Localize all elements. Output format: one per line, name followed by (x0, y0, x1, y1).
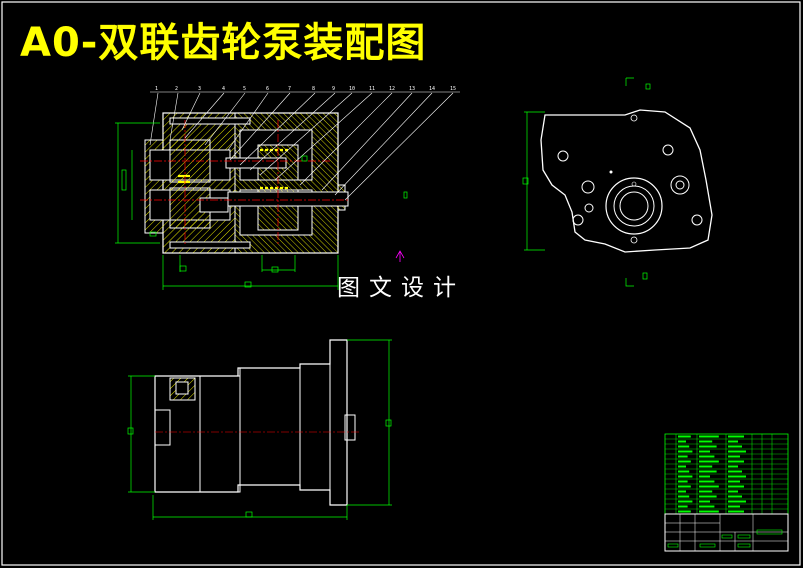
parts-list-entry (678, 490, 686, 493)
parts-list-entry (728, 445, 742, 448)
callout-15: 15 (450, 86, 456, 92)
callout-5: 5 (243, 86, 246, 92)
callout-3: 3 (198, 86, 201, 92)
drawing-title: A0-双联齿轮泵装配图 (20, 20, 427, 66)
parts-list-entry (699, 440, 713, 443)
parts-list-entry (728, 440, 738, 443)
parts-list-entry (678, 495, 690, 498)
parts-list-entry (728, 475, 746, 478)
callout-11: 11 (369, 86, 375, 92)
parts-list-entry (728, 460, 744, 463)
parts-list-entry (678, 475, 693, 478)
parts-list-entry (678, 460, 691, 463)
side-view (522, 77, 713, 287)
parts-list-entry (728, 465, 738, 468)
parts-list-entry (678, 440, 686, 443)
callout-numbers: 1 2 3 4 5 6 7 8 9 10 11 12 13 14 15 (155, 86, 456, 92)
parts-list-entry (678, 450, 693, 453)
parts-list-entry (699, 510, 719, 513)
parts-list-entry (699, 460, 719, 463)
parts-list-entry (699, 495, 717, 498)
parts-list-entry (678, 445, 690, 448)
parts-list-entry (728, 490, 738, 493)
parts-list-entry (728, 435, 744, 438)
sectional-view: 1 2 3 4 5 6 7 8 9 10 11 12 13 14 15 (115, 86, 460, 290)
callout-14: 14 (429, 86, 435, 92)
callout-10: 10 (349, 86, 355, 92)
parts-list-entry (699, 500, 710, 503)
callout-1: 1 (155, 86, 158, 92)
parts-list-entry (699, 435, 719, 438)
parts-list-entry (678, 500, 693, 503)
title-block (664, 513, 789, 552)
parts-list-entry (728, 455, 740, 458)
parts-list-entry (699, 475, 710, 478)
parts-list-entry (728, 510, 744, 513)
section-dimensions (115, 122, 408, 290)
callout-9: 9 (332, 86, 335, 92)
drive-shaft (227, 191, 349, 207)
front-view (127, 339, 392, 520)
parts-list-entry (699, 490, 713, 493)
parts-list-entry (678, 510, 691, 513)
front-view-dimensions (127, 339, 392, 520)
parts-list-entry (699, 470, 717, 473)
parts-list-entry (678, 485, 691, 488)
callout-13: 13 (409, 86, 415, 92)
parts-list-entry (699, 480, 715, 483)
side-view-dimensions (522, 77, 651, 287)
parts-list-entry (699, 465, 713, 468)
callout-6: 6 (266, 86, 269, 92)
parts-list (664, 433, 789, 515)
parts-list-entry (699, 445, 717, 448)
callout-4: 4 (222, 86, 225, 92)
parts-list-entry (678, 480, 688, 483)
parts-list-entry (678, 465, 686, 468)
parts-list-entry (678, 470, 690, 473)
parts-list-entry (728, 500, 746, 503)
callout-2: 2 (175, 86, 178, 92)
section-marker (395, 250, 405, 262)
callout-8: 8 (312, 86, 315, 92)
parts-list-entry (728, 495, 742, 498)
parts-list-entry (699, 485, 719, 488)
parts-list-entry (678, 435, 691, 438)
parts-list-entry (699, 455, 715, 458)
parts-list-entry (728, 470, 742, 473)
parts-list-entry (728, 485, 744, 488)
side-view-outline (540, 109, 713, 253)
parts-list-entry (728, 480, 740, 483)
callout-12: 12 (389, 86, 395, 92)
front-view-outline (154, 339, 348, 506)
watermark-text: 图文设计 (337, 275, 465, 301)
parts-list-entry (699, 450, 710, 453)
parts-list-entry (678, 505, 688, 508)
parts-list-entry (728, 505, 740, 508)
parts-list-entry (678, 455, 688, 458)
callout-7: 7 (288, 86, 291, 92)
parts-list-entry (699, 505, 715, 508)
parts-list-entry (728, 450, 746, 453)
